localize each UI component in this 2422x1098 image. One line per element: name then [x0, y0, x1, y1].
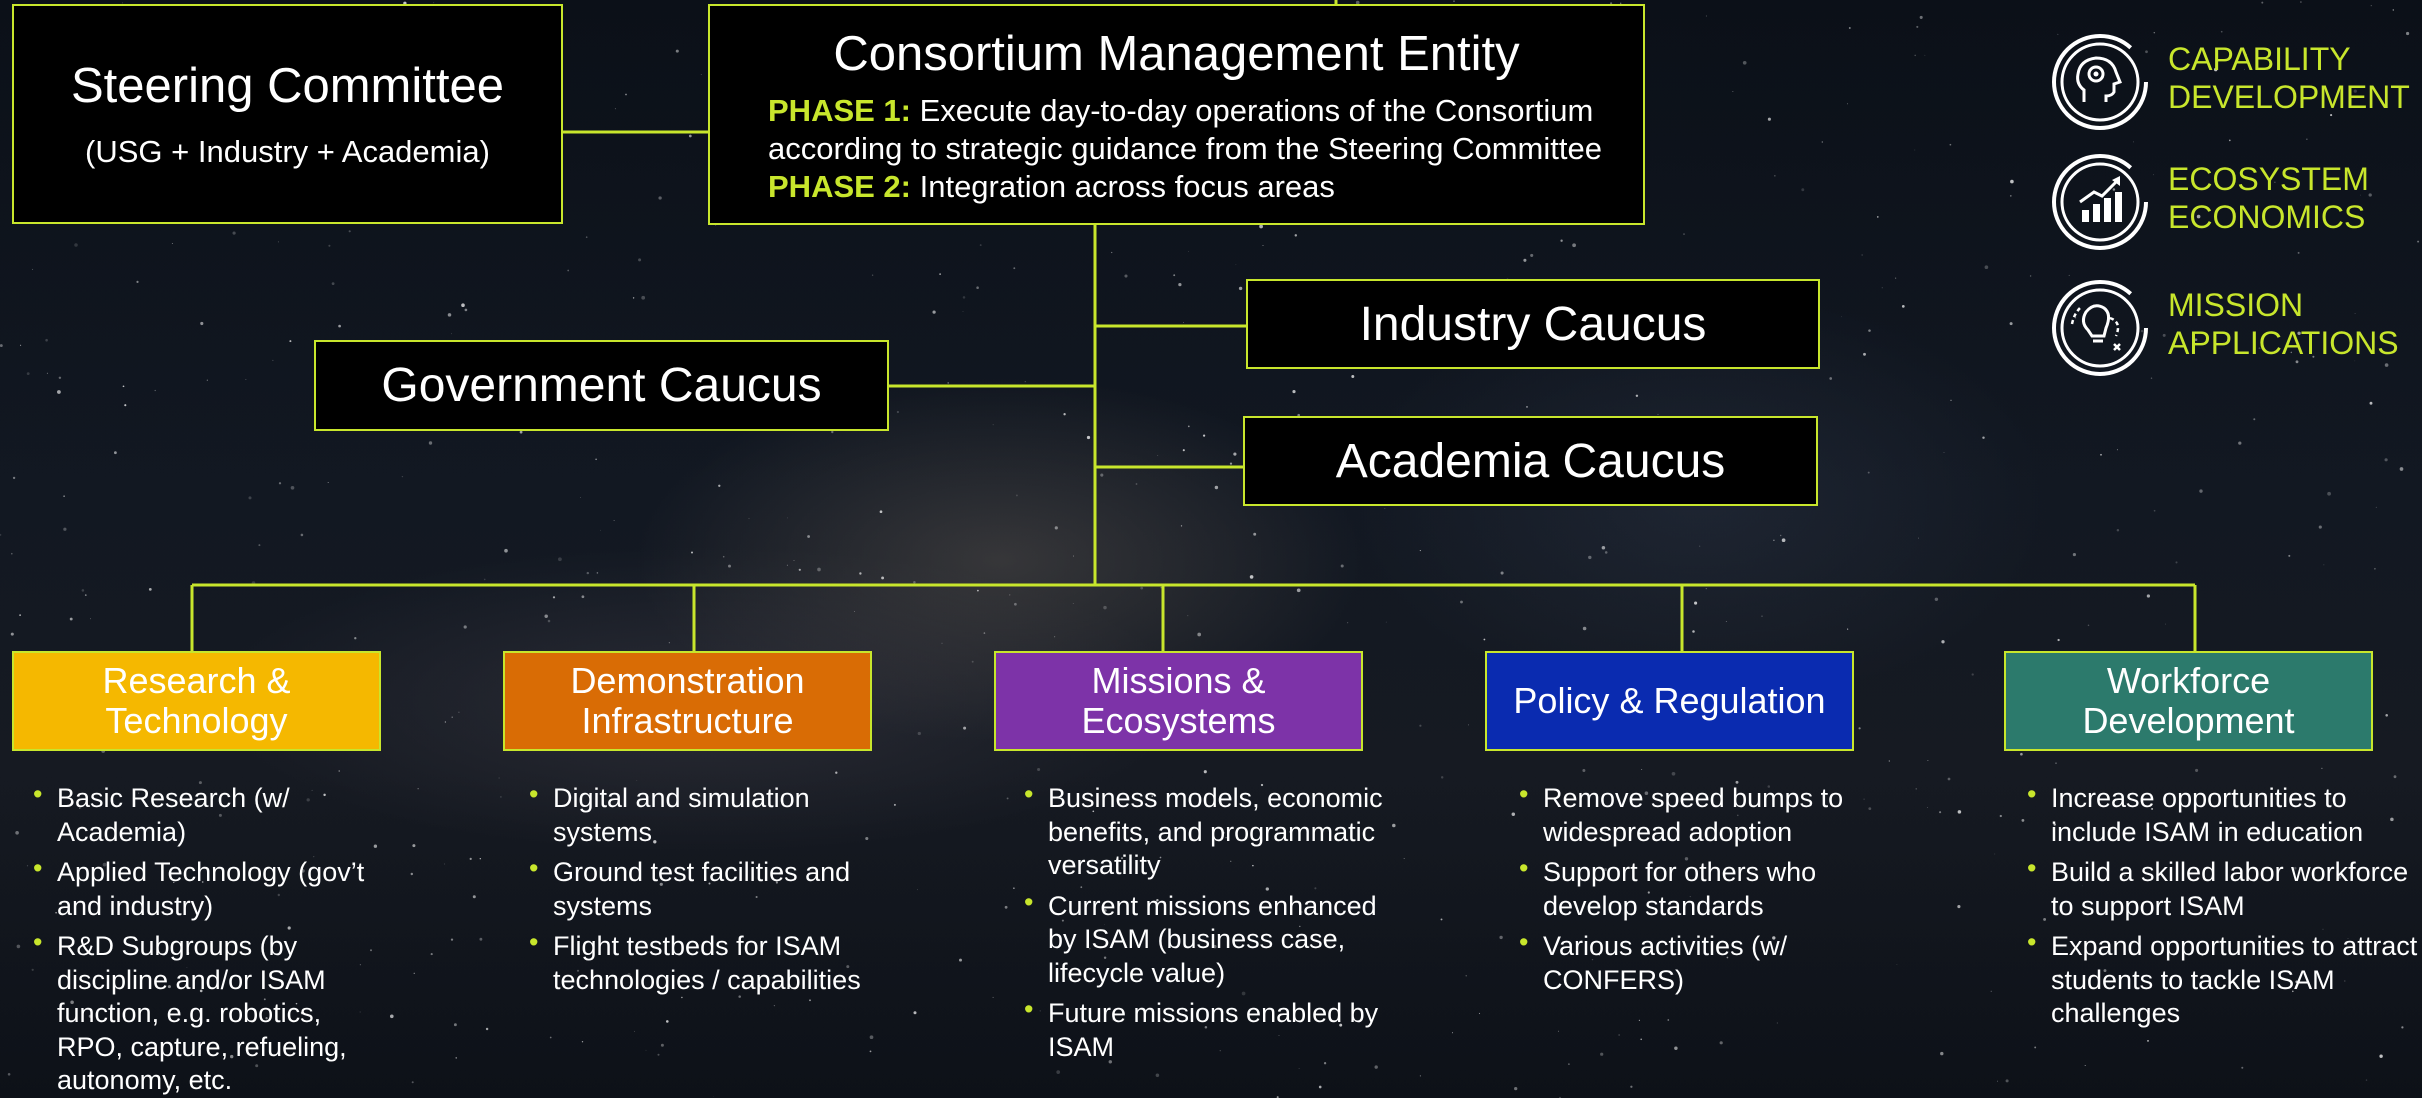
- list-item: Basic Research (w/ Academia): [33, 778, 382, 849]
- focus-missions-ecosystems: Missions &Ecosystems: [994, 651, 1363, 751]
- focus-title-line1: Policy & Regulation: [1513, 680, 1826, 721]
- focus-title-line1: Missions &: [1091, 660, 1266, 701]
- policy-regulation-bullets: Remove speed bumps to widespread adoptio…: [1519, 778, 1903, 1004]
- steering-committee-title: Steering Committee: [70, 59, 504, 113]
- cme-phase-2: PHASE 2: Integration across focus areas: [768, 168, 1643, 206]
- list-item: Flight testbeds for ISAM technologies / …: [529, 926, 883, 997]
- legend-label-line1: ECOSYSTEM: [2168, 161, 2369, 197]
- list-item: Ground test facilities and systems: [529, 852, 883, 923]
- list-item: Expand opportunities to attract students…: [2027, 926, 2421, 1031]
- focus-title-line1: Research &: [102, 660, 291, 701]
- consortium-management-entity-box: Consortium Management Entity PHASE 1: Ex…: [708, 4, 1645, 225]
- workforce-development-bullets: Increase opportunities to include ISAM i…: [2027, 778, 2421, 1038]
- list-item: Increase opportunities to include ISAM i…: [2027, 778, 2421, 849]
- focus-research-technology: Research &Technology: [12, 651, 381, 751]
- list-item: Various activities (w/ CONFERS): [1519, 926, 1903, 997]
- government-caucus-box: Government Caucus: [314, 340, 889, 431]
- focus-policy-regulation: Policy & Regulation: [1485, 651, 1854, 751]
- list-item: Business models, economic benefits, and …: [1024, 778, 1388, 883]
- legend-label: MISSION APPLICATIONS: [2168, 286, 2399, 362]
- phase-2-label: PHASE 2:: [768, 169, 911, 204]
- focus-title-line2: Infrastructure: [581, 700, 794, 741]
- list-item: Applied Technology (gov’t and industry): [33, 852, 382, 923]
- industry-caucus-title: Industry Caucus: [1359, 297, 1707, 351]
- cme-title: Consortium Management Entity: [833, 27, 1520, 81]
- legend-label-line2: DEVELOPMENT: [2168, 79, 2410, 115]
- legend-label-line1: CAPABILITY: [2168, 41, 2351, 77]
- phase-1-label: PHASE 1:: [768, 93, 911, 128]
- list-item: Remove speed bumps to widespread adoptio…: [1519, 778, 1903, 849]
- research-technology-bullets: Basic Research (w/ Academia) Applied Tec…: [33, 778, 382, 1098]
- growth-chart-icon: [2052, 154, 2148, 250]
- focus-title-line2: Development: [2082, 700, 2295, 741]
- list-item: R&D Subgroups (by discipline and/or ISAM…: [33, 926, 382, 1098]
- focus-title-line2: Technology: [105, 700, 288, 741]
- steering-committee-subtitle: (USG + Industry + Academia): [85, 134, 490, 169]
- legend-label-line1: MISSION: [2168, 287, 2304, 323]
- focus-title-line2: Ecosystems: [1081, 700, 1276, 741]
- phase-1-text: Execute day-to-day operations of the Con…: [768, 93, 1602, 166]
- steering-committee-box: Steering Committee (USG + Industry + Aca…: [12, 4, 563, 224]
- government-caucus-title: Government Caucus: [381, 359, 822, 412]
- list-item: Build a skilled labor workforce to suppo…: [2027, 852, 2421, 923]
- focus-title-line1: Demonstration: [570, 660, 805, 701]
- phase-2-text: Integration across focus areas: [910, 169, 1335, 204]
- list-item: Digital and simulation systems: [529, 778, 883, 849]
- legend-ecosystem-economics: ECOSYSTEM ECONOMICS: [2050, 152, 2420, 252]
- cme-phase-1: PHASE 1: Execute day-to-day operations o…: [768, 92, 1643, 168]
- legend-mission-applications: MISSION APPLICATIONS: [2050, 278, 2420, 378]
- list-item: Future missions enabled by ISAM: [1024, 993, 1388, 1064]
- legend-label: ECOSYSTEM ECONOMICS: [2168, 160, 2369, 236]
- focus-title-line1: Workforce: [2106, 660, 2271, 701]
- legend-label-line2: APPLICATIONS: [2168, 325, 2399, 361]
- legend-label-line2: ECONOMICS: [2168, 199, 2366, 235]
- missions-ecosystems-bullets: Business models, economic benefits, and …: [1024, 778, 1388, 1071]
- academia-caucus-box: Academia Caucus: [1243, 416, 1818, 506]
- legend-label: CAPABILITY DEVELOPMENT: [2168, 40, 2410, 116]
- cme-description: PHASE 1: Execute day-to-day operations o…: [710, 92, 1643, 206]
- demonstration-infrastructure-bullets: Digital and simulation systems Ground te…: [529, 778, 883, 1004]
- list-item: Current missions enhanced by ISAM (busin…: [1024, 886, 1388, 991]
- head-gear-icon: [2052, 34, 2148, 130]
- legend-capability-development: CAPABILITY DEVELOPMENT: [2050, 32, 2420, 132]
- industry-caucus-box: Industry Caucus: [1246, 279, 1820, 369]
- lightbulb-ideas-icon: [2052, 280, 2148, 376]
- academia-caucus-title: Academia Caucus: [1335, 434, 1726, 488]
- list-item: Support for others who develop standards: [1519, 852, 1903, 923]
